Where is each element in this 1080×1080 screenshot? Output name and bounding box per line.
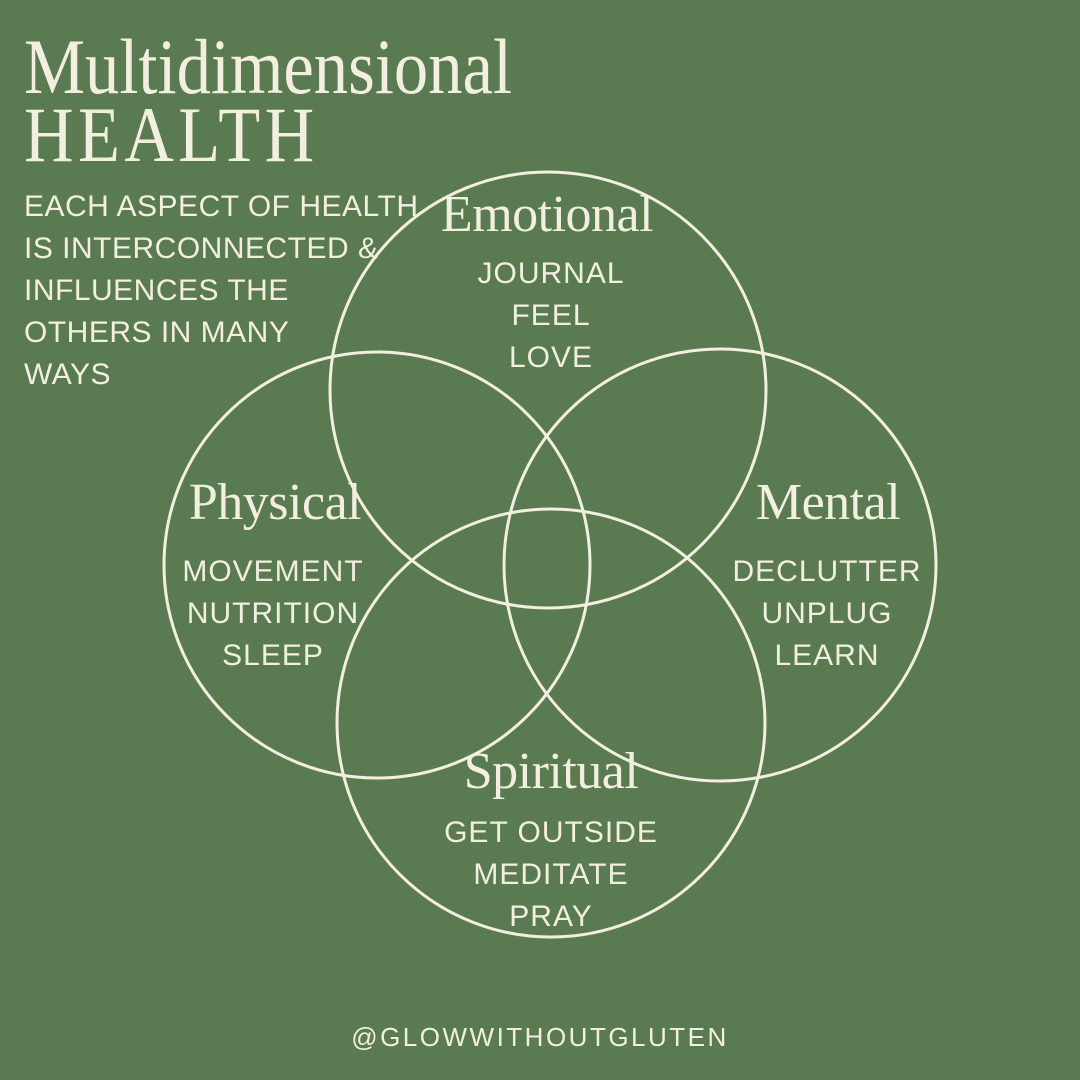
physical-item: NUTRITION bbox=[186, 597, 360, 630]
spiritual-items: GET OUTSIDE MEDITATE PRAY bbox=[444, 812, 658, 938]
intro-line: OTHERS IN MANY bbox=[24, 316, 290, 349]
spiritual-label: Spiritual bbox=[463, 743, 639, 800]
mental-item: DECLUTTER bbox=[732, 555, 922, 588]
physical-item: SLEEP bbox=[222, 639, 324, 672]
physical-item: MOVEMENT bbox=[182, 555, 364, 588]
spiritual-circle bbox=[335, 507, 767, 939]
intro-line: IS INTERCONNECTED & bbox=[24, 232, 379, 265]
emotional-item: JOURNAL bbox=[477, 257, 625, 290]
physical-items: MOVEMENT NUTRITION SLEEP bbox=[182, 551, 363, 677]
emotional-item: FEEL bbox=[511, 299, 591, 332]
spiritual-item: GET OUTSIDE bbox=[444, 816, 658, 849]
emotional-label: Emotional bbox=[440, 186, 654, 243]
mental-circle bbox=[502, 347, 938, 783]
mental-item: LEARN bbox=[774, 639, 880, 672]
physical-circle bbox=[162, 350, 592, 780]
spiritual-item: PRAY bbox=[509, 900, 593, 933]
mental-item: UNPLUG bbox=[761, 597, 893, 630]
emotional-items: JOURNAL FEEL LOVE bbox=[477, 253, 624, 379]
emotional-item: LOVE bbox=[508, 341, 594, 374]
spiritual-item: MEDITATE bbox=[473, 858, 629, 891]
mental-items: DECLUTTER UNPLUG LEARN bbox=[732, 551, 921, 677]
emotional-circle bbox=[328, 170, 768, 610]
intro-text: EACH ASPECT OF HEALTH IS INTERCONNECTED … bbox=[24, 186, 454, 396]
intro-line: INFLUENCES THE bbox=[24, 274, 289, 307]
social-handle: @GLOWWITHOUTGLUTEN bbox=[351, 1022, 729, 1052]
page-subtitle: HEALTH bbox=[24, 91, 319, 178]
mental-label: Mental bbox=[755, 474, 901, 531]
intro-line: WAYS bbox=[24, 358, 112, 391]
physical-label: Physical bbox=[188, 474, 362, 531]
page-title: Multidimensional bbox=[24, 23, 513, 110]
intro-line: EACH ASPECT OF HEALTH bbox=[24, 190, 419, 223]
